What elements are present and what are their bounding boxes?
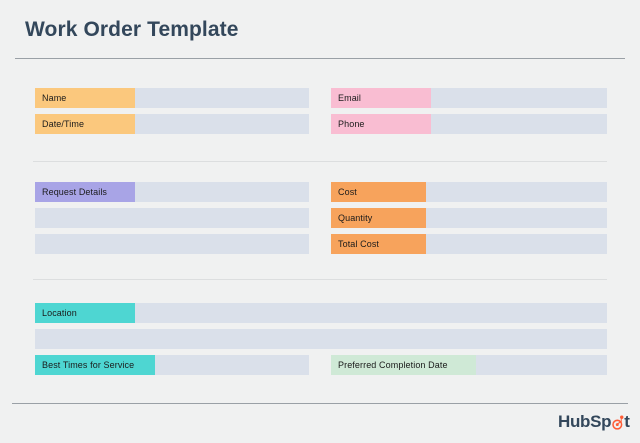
field-input-total-cost[interactable]: [426, 234, 607, 254]
field-row-best-times-for-service[interactable]: Best Times for Service: [35, 355, 309, 375]
field-label-preferred-completion-date: Preferred Completion Date: [331, 355, 476, 375]
field-label-cost: Cost: [331, 182, 426, 202]
field-input-location-line-2[interactable]: [35, 329, 607, 349]
field-input-preferred-completion-date[interactable]: [476, 355, 607, 375]
field-input-name[interactable]: [135, 88, 309, 108]
field-row-quantity[interactable]: Quantity: [331, 208, 607, 228]
hubspot-sprocket-icon: [611, 415, 624, 430]
section-divider-2: [33, 279, 607, 280]
field-row-request-details[interactable]: Request Details: [35, 182, 309, 202]
field-row-request-details-line-2[interactable]: [35, 208, 309, 228]
field-label-location: Location: [35, 303, 135, 323]
hubspot-logo-text-start: HubSp: [558, 411, 612, 431]
field-row-request-details-line-3[interactable]: [35, 234, 309, 254]
field-row-email[interactable]: Email: [331, 88, 607, 108]
field-input-best-times-for-service[interactable]: [155, 355, 309, 375]
field-input-email[interactable]: [431, 88, 607, 108]
field-input-cost[interactable]: [426, 182, 607, 202]
field-label-best-times-for-service: Best Times for Service: [35, 355, 155, 375]
field-row-location-line-2[interactable]: [35, 329, 607, 349]
field-input-phone[interactable]: [431, 114, 607, 134]
field-label-date-time: Date/Time: [35, 114, 135, 134]
field-row-location[interactable]: Location: [35, 303, 607, 323]
field-label-email: Email: [331, 88, 431, 108]
field-label-quantity: Quantity: [331, 208, 426, 228]
field-row-total-cost[interactable]: Total Cost: [331, 234, 607, 254]
field-label-phone: Phone: [331, 114, 431, 134]
field-input-location[interactable]: [135, 303, 607, 323]
field-row-phone[interactable]: Phone: [331, 114, 607, 134]
section-divider-1: [33, 161, 607, 162]
title-divider: [15, 58, 625, 59]
hubspot-logo-text-end: t: [624, 411, 630, 431]
field-input-request-details-line-2[interactable]: [35, 208, 309, 228]
field-row-name[interactable]: Name: [35, 88, 309, 108]
field-row-cost[interactable]: Cost: [331, 182, 607, 202]
field-input-quantity[interactable]: [426, 208, 607, 228]
footer-divider: [12, 403, 628, 404]
field-row-date-time[interactable]: Date/Time: [35, 114, 309, 134]
field-input-date-time[interactable]: [135, 114, 309, 134]
hubspot-logo: HubSp t: [558, 410, 630, 432]
field-label-name: Name: [35, 88, 135, 108]
field-input-request-details-line-3[interactable]: [35, 234, 309, 254]
field-label-request-details: Request Details: [35, 182, 135, 202]
page-title: Work Order Template: [25, 18, 239, 41]
field-row-preferred-completion-date[interactable]: Preferred Completion Date: [331, 355, 607, 375]
field-input-request-details[interactable]: [135, 182, 309, 202]
field-label-total-cost: Total Cost: [331, 234, 426, 254]
